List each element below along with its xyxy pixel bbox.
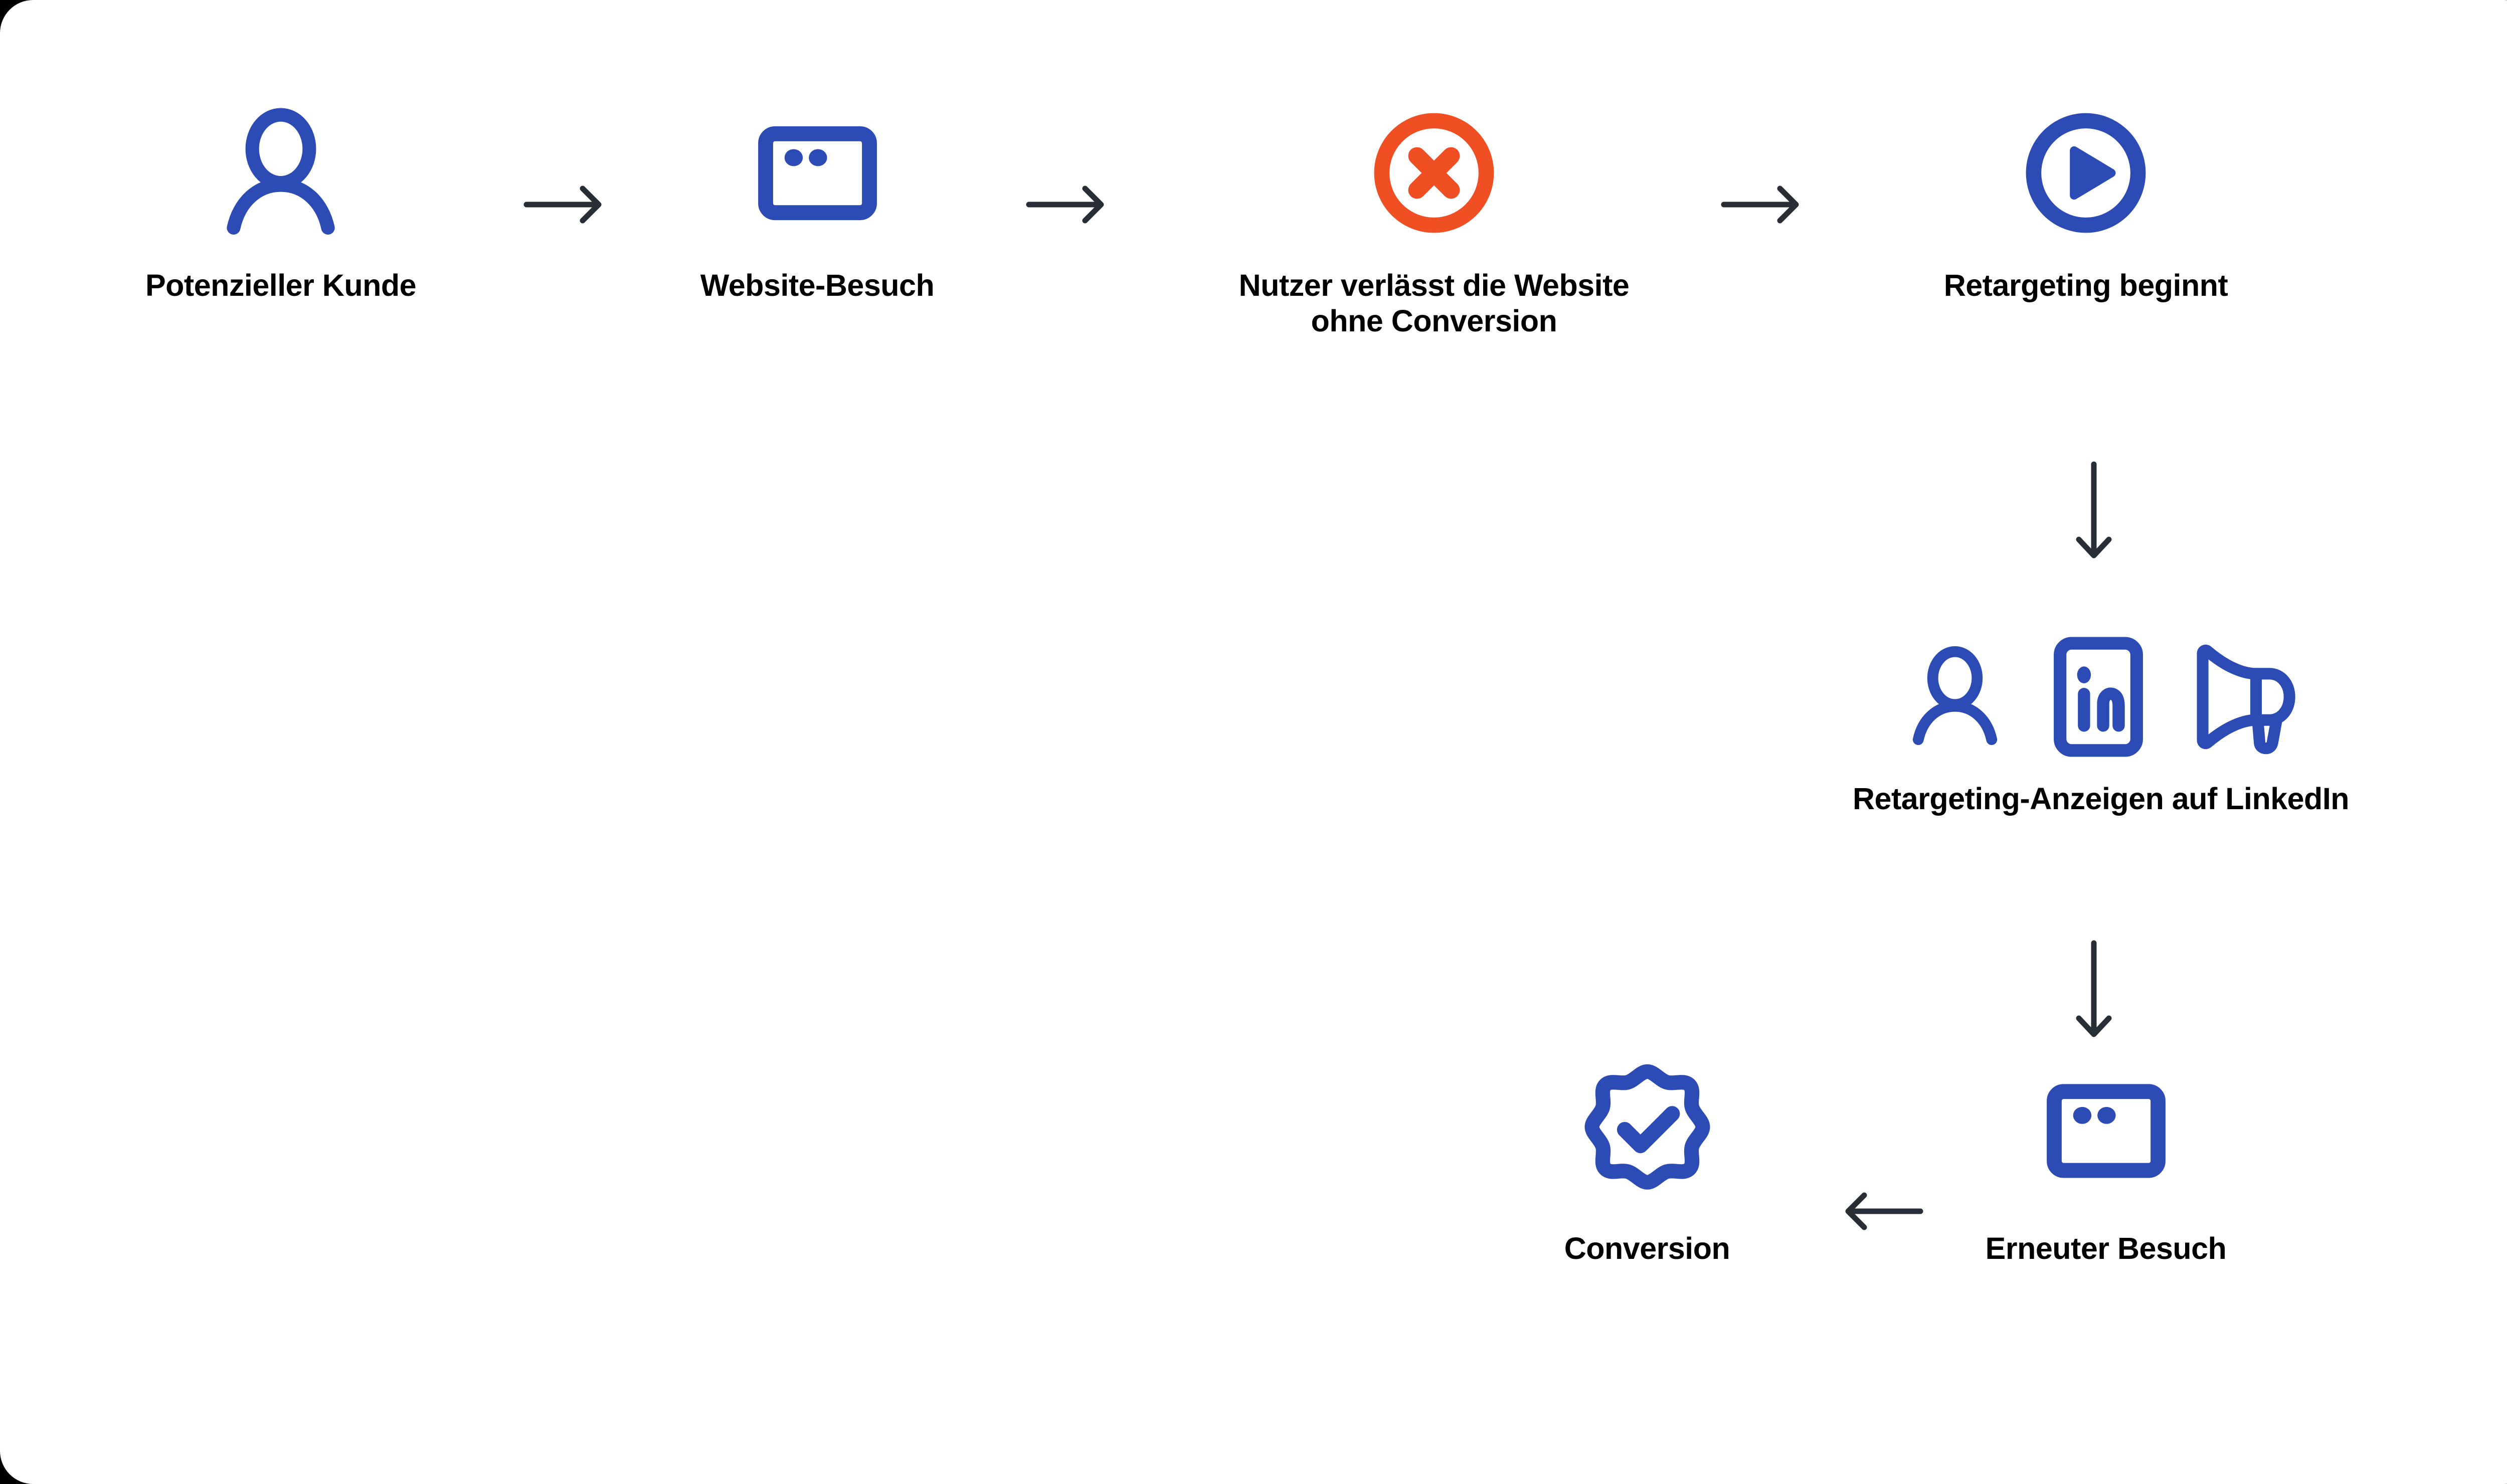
arrow-right-1 bbox=[523, 176, 649, 233]
node-label: Website-Besuch bbox=[700, 268, 935, 302]
node-website-besuch: Website-Besuch bbox=[652, 100, 983, 303]
circle-x-icon bbox=[1361, 100, 1507, 246]
linkedin-icon bbox=[2041, 627, 2156, 767]
arrow-left-1 bbox=[1798, 1183, 1923, 1239]
arrow-down-1 bbox=[2059, 461, 2129, 562]
arrow-right-2 bbox=[1026, 176, 1151, 233]
browser-window-icon bbox=[745, 100, 890, 246]
browser-window-icon bbox=[2033, 1075, 2179, 1191]
node-label: Nutzer verlässt die Website ohne Convers… bbox=[1238, 268, 1630, 338]
node-retargeting-beginnt: Retargeting beginnt bbox=[1855, 100, 2316, 303]
ad-channel-icon-row bbox=[1897, 627, 2304, 767]
node-label: Erneuter Besuch bbox=[1985, 1231, 2227, 1265]
node-label: Retargeting beginnt bbox=[1943, 268, 2228, 302]
node-erneuter-besuch: Erneuter Besuch bbox=[1940, 1075, 2271, 1266]
arrow-right-3 bbox=[1721, 176, 1846, 233]
arrow-down-2 bbox=[2059, 940, 2129, 1040]
person-icon bbox=[1897, 627, 2013, 767]
node-retargeting-anzeigen: Retargeting-Anzeigen auf LinkedIn bbox=[1730, 627, 2472, 817]
node-label: Retargeting-Anzeigen auf LinkedIn bbox=[1852, 782, 2350, 816]
person-icon bbox=[208, 100, 353, 246]
badge-check-icon bbox=[1572, 1064, 1722, 1193]
node-potenzieller-kunde: Potenzieller Kunde bbox=[132, 100, 429, 303]
node-nutzer-verlaesst: Nutzer verlässt die Website ohne Convers… bbox=[1118, 100, 1750, 339]
node-label: Conversion bbox=[1564, 1231, 1730, 1265]
megaphone-icon bbox=[2184, 627, 2304, 767]
node-conversion: Conversion bbox=[1497, 1064, 1798, 1266]
circle-play-icon bbox=[2013, 100, 2159, 246]
node-label: Potenzieller Kunde bbox=[145, 268, 417, 302]
